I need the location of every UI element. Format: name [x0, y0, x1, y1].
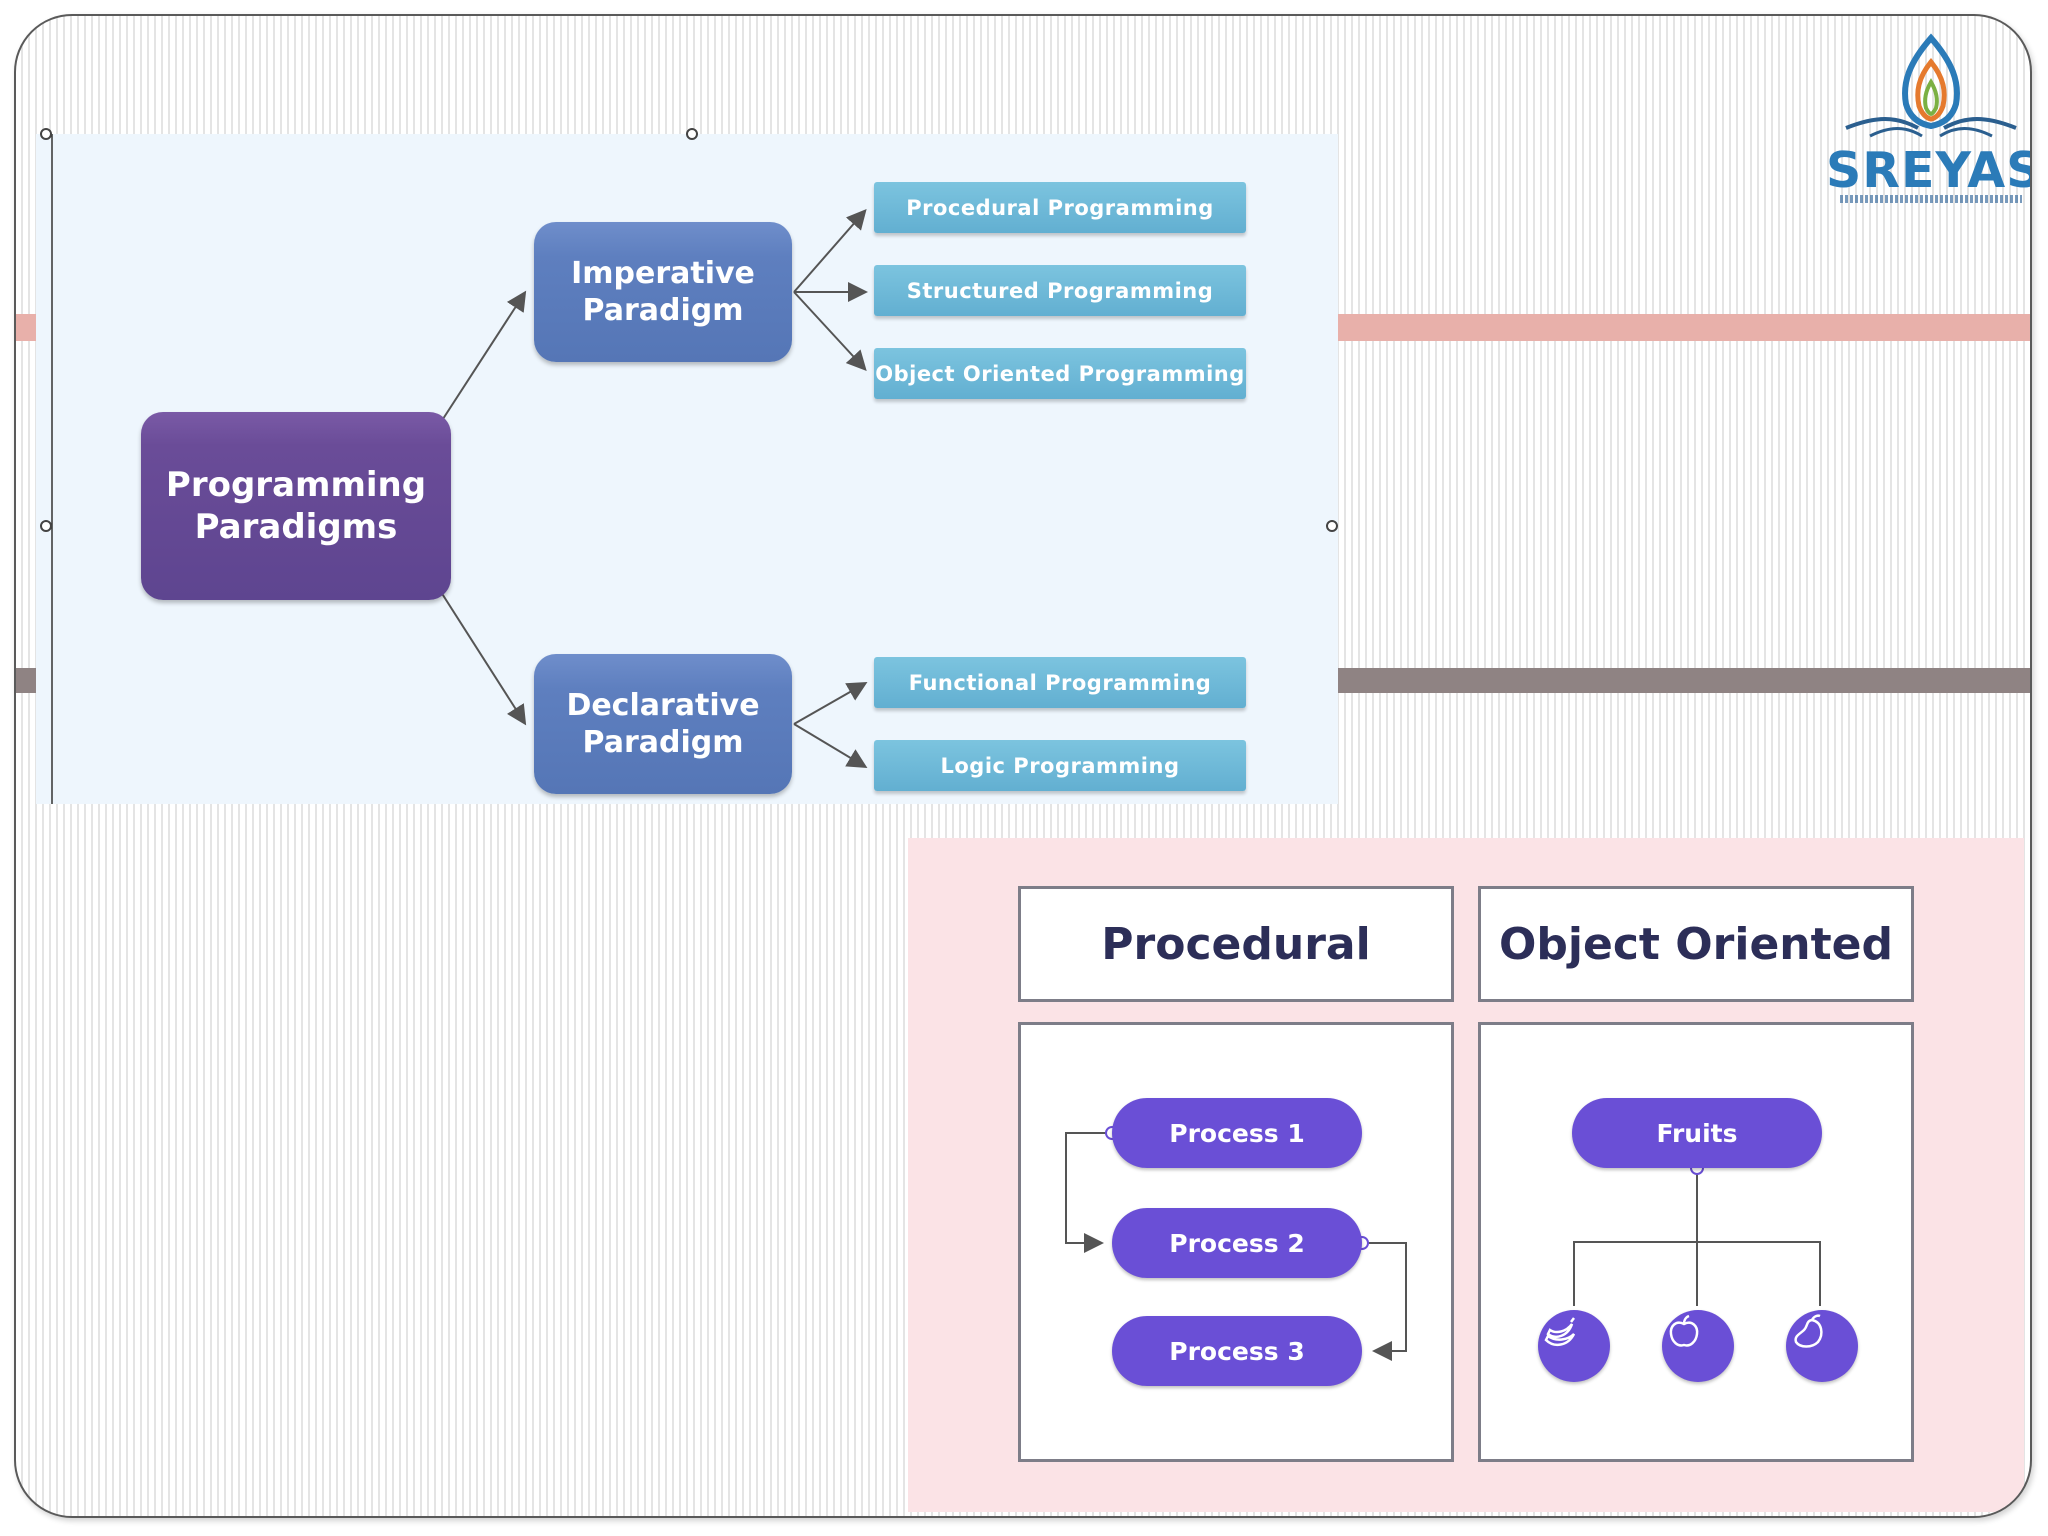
object-oriented-programming-node: Object Oriented Programming	[874, 348, 1246, 399]
declarative-line1: Declarative	[566, 688, 760, 723]
procedural-header: Procedural	[1018, 886, 1454, 1002]
process-1-node: Process 1	[1112, 1098, 1362, 1168]
comparison-connectors	[1065, 1126, 1821, 1361]
root-line2: Paradigms	[194, 507, 398, 547]
sreyas-logo: SREYAS	[1826, 32, 2032, 212]
logo-tagline	[1840, 195, 2022, 203]
declarative-line2: Paradigm	[582, 725, 744, 760]
procedural-programming-node: Procedural Programming	[874, 182, 1246, 233]
flame-emblem-icon	[1845, 33, 2017, 138]
logo-text: SREYAS	[1826, 142, 2032, 199]
apple-icon	[1662, 1310, 1734, 1382]
selection-handle[interactable]	[686, 128, 698, 140]
comparison-diagram: Procedural Object Oriented Process 1	[908, 838, 2024, 1512]
logic-programming-node: Logic Programming	[874, 740, 1246, 791]
imperative-line1: Imperative	[571, 256, 755, 291]
selection-handle[interactable]	[40, 520, 52, 532]
paradigm-connectors	[51, 134, 868, 804]
structured-programming-node: Structured Programming	[874, 265, 1246, 316]
banana-icon	[1538, 1310, 1610, 1382]
process-2-node: Process 2	[1112, 1208, 1362, 1278]
selection-handle[interactable]	[40, 128, 52, 140]
root-line1: Programming	[165, 465, 427, 505]
slide: SREYAS Program	[14, 14, 2032, 1518]
mango-icon	[1786, 1310, 1858, 1382]
selection-handle[interactable]	[1326, 520, 1338, 532]
fruits-class-node: Fruits	[1572, 1098, 1822, 1168]
object-oriented-header: Object Oriented	[1478, 886, 1914, 1002]
functional-programming-node: Functional Programming	[874, 657, 1246, 708]
process-3-node: Process 3	[1112, 1316, 1362, 1386]
imperative-line2: Paradigm	[582, 293, 744, 328]
